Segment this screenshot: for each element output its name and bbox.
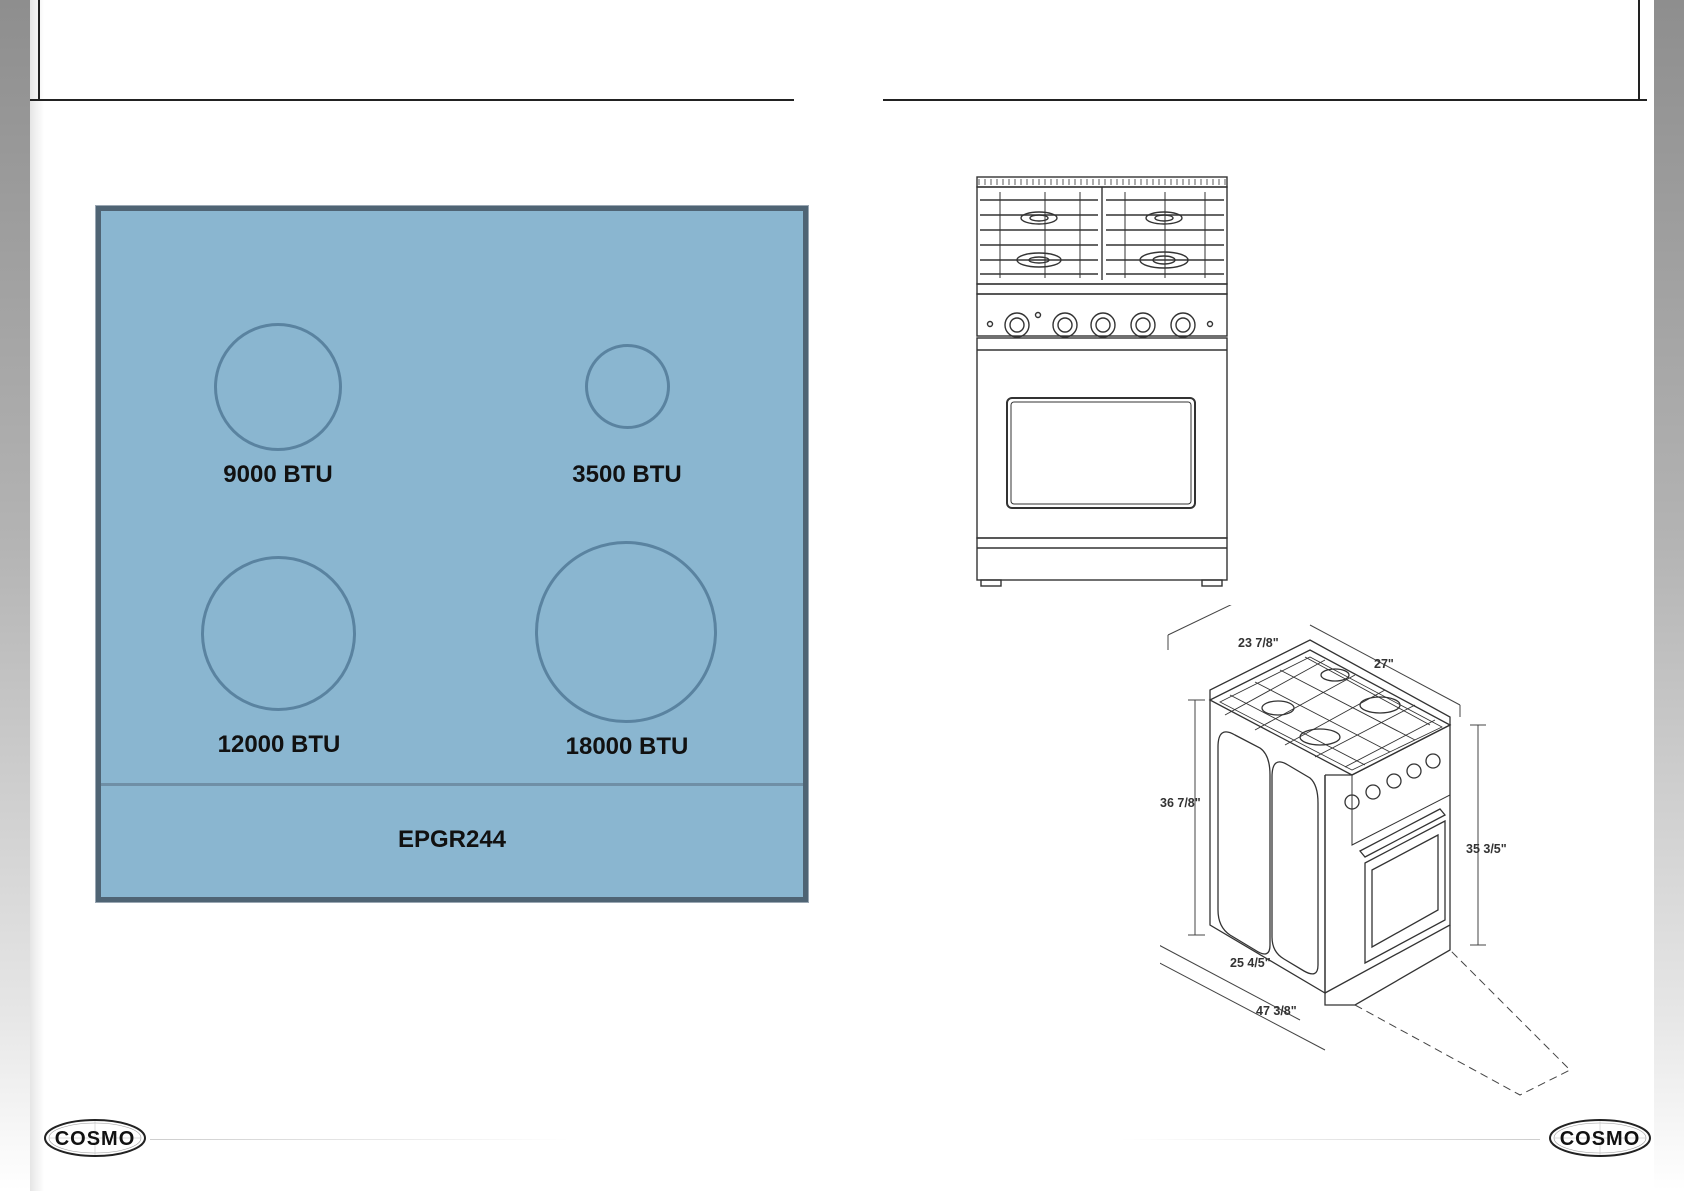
footer-rule-right (1120, 1139, 1540, 1140)
dim-height-total: 36 7/8" (1160, 796, 1201, 810)
left-page-edge (0, 0, 30, 1191)
cooktop-burner-diagram: 9000 BTU 3500 BTU 12000 BTU 18000 BTU EP… (96, 206, 808, 902)
burner-rear-left-label: 9000 BTU (168, 461, 388, 489)
left-margin-rule (38, 0, 40, 100)
burner-front-right (535, 541, 717, 723)
range-front-view-icon (970, 170, 1230, 600)
dim-width: 23 7/8" (1238, 636, 1279, 650)
right-header-rule (883, 99, 1647, 101)
burner-rear-left (214, 323, 342, 451)
right-margin-rule (1638, 0, 1640, 100)
dim-depth-door-open: 47 3/8" (1256, 1004, 1297, 1018)
dim-height-cooktop: 35 3/5" (1466, 842, 1507, 856)
footer-rule-left (150, 1139, 570, 1140)
cosmo-logo-left: COSMO (43, 1118, 147, 1158)
burner-front-left-label: 12000 BTU (169, 731, 389, 759)
control-panel-divider (101, 783, 803, 786)
burner-front-right-label: 18000 BTU (517, 733, 737, 761)
burner-rear-right-label: 3500 BTU (517, 461, 737, 489)
logo-text-right: COSMO (1548, 1128, 1652, 1151)
burner-front-left (201, 556, 356, 711)
burner-rear-right (585, 344, 670, 429)
right-page-edge (1654, 0, 1684, 1191)
dim-depth-body: 25 4/5" (1230, 956, 1271, 970)
cosmo-logo-right: COSMO (1548, 1118, 1652, 1158)
dim-depth: 27" (1374, 657, 1394, 671)
model-number: EPGR244 (101, 826, 803, 854)
logo-text-left: COSMO (43, 1128, 147, 1151)
range-isometric-view-icon (1160, 605, 1580, 1105)
left-header-rule (30, 99, 794, 101)
